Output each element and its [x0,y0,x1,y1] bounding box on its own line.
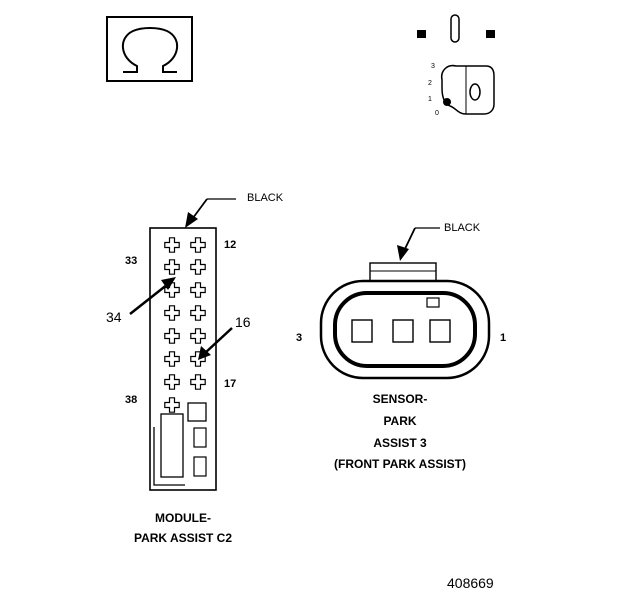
pin-cavity [190,328,206,344]
key-position-labels: 3 2 1 0 [428,63,439,117]
sensor-pin-3-label: 3 [296,332,303,344]
pin-cavity [164,397,180,413]
sensor-wire-color-label: BLACK [444,222,481,234]
module-pin-cavities [164,237,206,413]
module-connector-body [149,227,217,491]
sensor-terminal-3 [351,319,373,343]
module-square-cavity [187,402,207,422]
key-position-1: 1 [428,96,432,103]
omega-symbol-icon [106,16,193,82]
module-pin-38-label: 38 [125,394,138,406]
sensor-key-notch [426,297,440,308]
pin-cavity [164,259,180,275]
module-slot-upper [193,427,207,448]
module-pin-34-label: 34 [106,309,122,325]
module-pin-17-label: 17 [224,378,237,390]
pin-cavity [164,374,180,390]
sensor-name-line4: (FRONT PARK ASSIST) [334,457,466,471]
sensor-name-line3: ASSIST 3 [373,436,427,450]
pin-cavity [164,305,180,321]
key-position-2: 2 [428,80,432,87]
pin-cavity [190,374,206,390]
module-pin-16-label: 16 [235,314,251,330]
figure-number: 408669 [447,575,494,591]
sensor-connector-body [319,262,491,380]
pin-cavity [164,351,180,367]
key-position-3: 3 [431,63,435,70]
key-position-0: 0 [435,110,439,117]
ignition-key-icon [417,14,495,115]
module-pin-33-label: 33 [125,255,138,267]
module-lock-tab [160,413,184,478]
pin-cavity [164,328,180,344]
module-pin-12-label: 12 [224,239,237,251]
sensor-terminal-2 [392,319,414,343]
sensor-black-pointer [397,227,440,261]
module-wire-color-label: BLACK [247,192,284,204]
pin-16-callout-arrow [198,327,233,360]
pin-cavity [190,305,206,321]
module-name-line1: MODULE- [155,511,211,525]
pin-cavity [190,282,206,298]
sensor-name-line1: SENSOR- [372,392,428,406]
module-slot-lower [193,456,207,477]
pin-cavity [190,237,206,253]
pin-34-callout-arrow [129,277,176,315]
sensor-pin-1-label: 1 [500,332,507,344]
module-name-line2: PARK ASSIST C2 [133,531,232,545]
sensor-terminal-1 [429,319,451,343]
pin-cavity [164,237,180,253]
pin-cavity [190,259,206,275]
module-black-pointer [185,198,236,228]
sensor-name-line2: PARK [383,414,417,428]
